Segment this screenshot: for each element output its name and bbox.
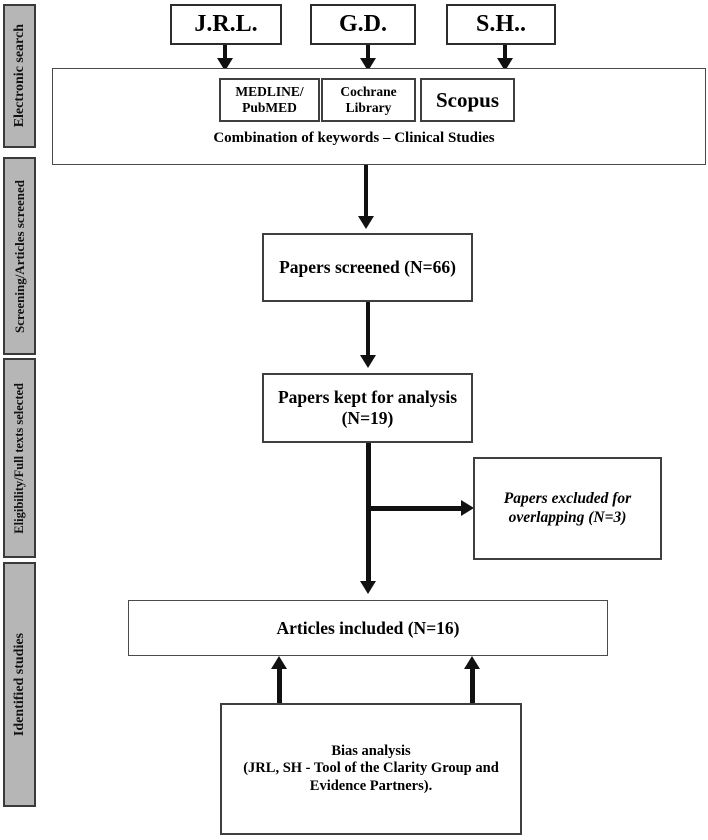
database-label-medline-pubmed: MEDLINE/ PubMED (221, 84, 318, 116)
arrowhead-bias-to-included-left (271, 656, 287, 669)
arrowhead-gd-to-cochrane (360, 58, 376, 71)
database-label-cochrane-line2: Library (345, 100, 392, 115)
database-box-scopus: Scopus (420, 78, 515, 122)
papers-excluded-line2: overlapping (N=3) (508, 508, 627, 526)
reviewer-label-sh: S.H.. (475, 11, 526, 38)
database-label-cochrane-line1: Cochrane (340, 84, 397, 100)
stage-band-eligibility: Eligibility/Full texts selected (3, 358, 36, 558)
papers-excluded-box: Papers excluded for overlapping (N=3) (473, 457, 662, 560)
papers-excluded-label: Papers excluded for overlapping (N=3) (475, 490, 660, 527)
papers-excluded-line1: Papers excluded for (503, 490, 632, 508)
stage-label-electronic-search: Electronic search (11, 24, 27, 128)
connector-gd-to-cochrane (366, 45, 370, 61)
reviewer-box-jrl: J.R.L. (170, 4, 282, 45)
database-box-cochrane-library: Cochrane Library (321, 78, 416, 122)
papers-kept-line1: Papers kept for analysis (277, 387, 458, 408)
arrowhead-sh-to-scopus (497, 58, 513, 71)
articles-included-label: Articles included (N=16) (276, 617, 460, 638)
keywords-combination-text: Combination of keywords – Clinical Studi… (213, 130, 495, 146)
connector-kept-to-included (366, 443, 371, 583)
stage-band-electronic-search: Electronic search (3, 4, 36, 148)
reviewer-box-gd: G.D. (310, 4, 416, 45)
bias-analysis-label: Bias analysis (JRL, SH - Tool of the Cla… (222, 743, 520, 794)
connector-sh-to-scopus (503, 45, 507, 61)
arrowhead-search-to-screened (358, 216, 374, 229)
bias-analysis-line2: (JRL, SH - Tool of the Clarity Group and (243, 760, 499, 777)
connector-screened-to-kept (366, 302, 370, 358)
stage-label-eligibility: Eligibility/Full texts selected (12, 382, 27, 534)
stage-band-identified-studies: Identified studies (3, 562, 36, 807)
arrowhead-bias-to-included-right (464, 656, 480, 669)
stage-label-identified-studies: Identified studies (11, 632, 27, 737)
database-label-scopus: Scopus (435, 87, 500, 112)
reviewer-label-gd: G.D. (339, 11, 387, 38)
database-label-medline-line1: MEDLINE/ (235, 84, 304, 100)
reviewer-box-sh: S.H.. (446, 4, 556, 45)
papers-kept-label: Papers kept for analysis (N=19) (264, 387, 471, 428)
connector-kept-to-excluded (366, 506, 464, 511)
database-label-cochrane-library: Cochrane Library (323, 84, 414, 116)
bias-analysis-line1: Bias analysis (331, 743, 411, 760)
connector-jrl-to-medline (223, 45, 227, 61)
connector-bias-to-included-left (277, 668, 282, 703)
connector-bias-to-included-right (470, 668, 475, 703)
arrowhead-kept-to-excluded (461, 500, 474, 516)
papers-screened-box: Papers screened (N=66) (262, 233, 473, 302)
connector-search-to-screened (364, 165, 368, 219)
papers-screened-label: Papers screened (N=66) (279, 257, 456, 278)
stage-label-screening: Screening/Articles screened (12, 179, 27, 333)
database-label-medline-line2: PubMED (242, 100, 297, 115)
arrowhead-kept-to-included (360, 581, 376, 594)
papers-kept-box: Papers kept for analysis (N=19) (262, 373, 473, 443)
bias-analysis-box: Bias analysis (JRL, SH - Tool of the Cla… (220, 703, 522, 835)
arrowhead-jrl-to-medline (217, 58, 233, 71)
stage-band-screening: Screening/Articles screened (3, 157, 36, 355)
reviewer-label-jrl: J.R.L. (194, 11, 258, 38)
arrowhead-screened-to-kept (360, 355, 376, 368)
bias-analysis-line3: Evidence Partners). (309, 777, 433, 794)
papers-kept-line2: (N=19) (341, 408, 394, 428)
articles-included-box: Articles included (N=16) (128, 600, 608, 656)
database-box-medline-pubmed: MEDLINE/ PubMED (219, 78, 320, 122)
